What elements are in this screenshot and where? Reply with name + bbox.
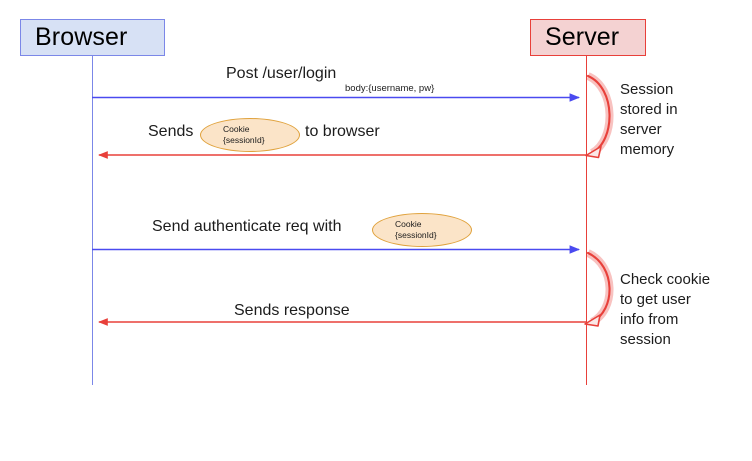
cookie-title: Cookie bbox=[223, 124, 250, 134]
actor-label-server: Server bbox=[545, 23, 620, 51]
message-label-post-login: Post /user/login bbox=[226, 65, 337, 82]
cookie-node-auth-request[interactable]: Cookie {sessionId} bbox=[372, 213, 472, 247]
self-loop-session-stored bbox=[585, 72, 614, 159]
cookie-title: Cookie bbox=[395, 219, 422, 229]
message-label-sends-prefix: Sends bbox=[148, 123, 194, 140]
message-label-sends-suffix: to browser bbox=[305, 123, 380, 140]
actor-box-server[interactable]: Server bbox=[530, 19, 646, 56]
actor-label-browser: Browser bbox=[35, 23, 128, 51]
lifeline-server bbox=[586, 56, 587, 385]
cookie-session-id: {sessionId} bbox=[223, 135, 265, 145]
message-sublabel-post-body: body:{username, pw} bbox=[345, 83, 435, 94]
self-loop-check-cookie bbox=[584, 249, 614, 327]
lifeline-browser bbox=[92, 56, 93, 385]
cookie-node-login-response[interactable]: Cookie {sessionId} bbox=[200, 118, 300, 152]
message-label-authenticate: Send authenticate req with bbox=[152, 218, 342, 235]
note-check-cookie: Check cookie to get user info from sessi… bbox=[620, 271, 711, 348]
cookie-session-id: {sessionId} bbox=[395, 230, 437, 240]
message-label-response: Sends response bbox=[234, 302, 350, 319]
actor-box-browser[interactable]: Browser bbox=[20, 19, 165, 56]
note-session-stored: Session stored in server memory bbox=[620, 81, 678, 158]
